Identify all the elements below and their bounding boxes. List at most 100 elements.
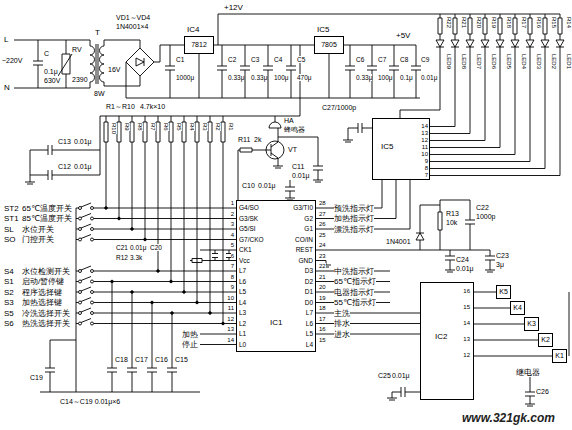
junction-dot bbox=[196, 301, 199, 304]
part-label: R13 bbox=[446, 210, 459, 218]
wire bbox=[14, 40, 90, 88]
part-label: RV bbox=[72, 46, 82, 54]
part-label: 预洗指示灯 bbox=[334, 204, 374, 213]
junction-dot bbox=[118, 217, 121, 220]
junction-dot bbox=[144, 238, 147, 241]
switch-contact bbox=[91, 228, 94, 231]
capacitor-symbol bbox=[392, 387, 420, 398]
part-label: 0.33μ bbox=[251, 74, 267, 81]
part-label: S3 bbox=[4, 298, 14, 307]
part-label: 55℃指示灯 bbox=[334, 298, 376, 307]
part-label: 中洗指示灯 bbox=[334, 267, 374, 276]
part-label: L0 bbox=[239, 341, 246, 348]
ic-label: IC5 bbox=[381, 143, 393, 152]
switch-contact bbox=[91, 217, 94, 220]
part-label: 14 bbox=[463, 320, 470, 327]
part-label: 11 bbox=[422, 144, 428, 151]
switch-lever bbox=[81, 277, 91, 281]
part-label: R11 bbox=[238, 136, 250, 144]
part-label: R2 bbox=[214, 123, 221, 131]
part-label: 28 bbox=[319, 200, 326, 207]
part-label: C24 bbox=[456, 256, 469, 264]
capacitor-symbol bbox=[286, 45, 296, 98]
part-label: Vcc bbox=[239, 257, 250, 264]
wire bbox=[238, 150, 240, 200]
part-label: 27 bbox=[319, 211, 326, 218]
capacitor-symbol bbox=[33, 40, 43, 88]
part-label: 0.01μ bbox=[292, 172, 310, 180]
part-label: G1 bbox=[304, 225, 313, 232]
led-symbol bbox=[481, 40, 489, 47]
part-label: 加热 bbox=[182, 330, 198, 339]
switch-lever bbox=[81, 308, 91, 312]
ic-label: IC2 bbox=[435, 333, 447, 342]
varistor-arrow bbox=[58, 54, 72, 76]
switch-lever bbox=[81, 319, 91, 323]
ic-label: K2 bbox=[541, 336, 550, 344]
part-label: 水位检测开关 bbox=[22, 267, 70, 276]
part-label: L7 bbox=[306, 309, 313, 316]
buzzer-symbol bbox=[269, 122, 281, 128]
part-label: C1 bbox=[176, 56, 184, 63]
part-label: 0.01μ bbox=[421, 74, 437, 81]
part-label: 3.3k bbox=[130, 254, 142, 261]
part-label: 1N4001×4 bbox=[116, 23, 149, 31]
wire bbox=[104, 40, 140, 86]
ground-symbol bbox=[25, 182, 35, 184]
part-label: R22 bbox=[445, 17, 452, 28]
wire bbox=[199, 54, 200, 98]
part-label: C18 bbox=[115, 356, 128, 364]
led-symbol bbox=[541, 40, 549, 47]
part-label: LED4 bbox=[520, 54, 527, 69]
part-label: 25 bbox=[319, 232, 326, 239]
ic-box: IC47812 bbox=[184, 36, 214, 54]
part-label: 加热选择键 bbox=[22, 298, 62, 307]
capacitor-symbol bbox=[240, 45, 250, 98]
led-symbol bbox=[436, 40, 444, 47]
resistor-symbol bbox=[498, 18, 502, 34]
led-symbol bbox=[451, 40, 459, 47]
resistor-symbol bbox=[169, 122, 173, 142]
part-label: L bbox=[4, 35, 8, 44]
part-label: R7 bbox=[149, 123, 156, 131]
part-label: 8 bbox=[231, 274, 234, 281]
part-label: 蜂鸣器 bbox=[284, 126, 305, 134]
wire bbox=[200, 334, 236, 345]
wire bbox=[316, 250, 490, 251]
led-symbol bbox=[511, 40, 519, 47]
ic-box: IC57805 bbox=[314, 36, 344, 54]
watermark: www.321gk.com bbox=[462, 412, 555, 426]
part-label: VD1～VD4 bbox=[116, 14, 150, 22]
resistor-symbol bbox=[558, 18, 562, 34]
part-label: 65℃指示灯 bbox=[334, 277, 376, 286]
part-label: ST2 bbox=[4, 204, 19, 213]
part-label: 10k bbox=[446, 219, 457, 227]
part-label: C6 bbox=[356, 56, 364, 63]
part-label: 11 bbox=[228, 305, 234, 312]
switch-lever bbox=[81, 203, 91, 207]
part-label: 主洗 bbox=[334, 309, 350, 318]
relay-box: K5 bbox=[496, 285, 511, 299]
part-label: +12V bbox=[224, 3, 243, 12]
part-label: G7/CKO bbox=[239, 236, 264, 243]
part-label: L1 bbox=[239, 330, 246, 337]
part-label: R12 bbox=[116, 254, 128, 261]
bridge-rectifier bbox=[126, 48, 154, 76]
resistor-symbol bbox=[483, 18, 487, 34]
part-label: C5 bbox=[297, 56, 305, 63]
transformer-coil bbox=[90, 46, 95, 82]
part-label: G3/SK bbox=[239, 215, 258, 222]
part-label: L5 bbox=[239, 288, 246, 295]
part-label: 24 bbox=[319, 242, 326, 249]
capacitor-symbol bbox=[217, 45, 227, 98]
part-label: GND bbox=[299, 257, 313, 264]
part-label: T bbox=[95, 28, 100, 37]
capacitor-symbol bbox=[485, 250, 495, 270]
part-label: C9 bbox=[421, 56, 429, 63]
part-label: SO bbox=[4, 235, 16, 244]
part-label: ST1 bbox=[4, 214, 19, 223]
part-label: HA bbox=[284, 117, 294, 125]
part-label: 13 bbox=[421, 130, 428, 137]
junction-dot bbox=[170, 280, 173, 283]
diode-symbol bbox=[136, 58, 144, 66]
